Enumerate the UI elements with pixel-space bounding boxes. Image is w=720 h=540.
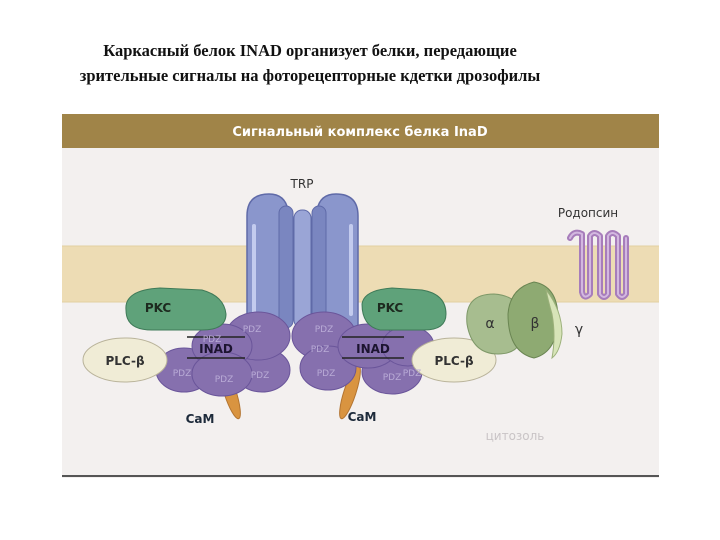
alpha-label: α xyxy=(485,316,494,332)
pkc-left-label: PKC xyxy=(145,301,172,315)
trp-label: TRP xyxy=(290,177,314,191)
diagram-header: Сигнальный комплекс белка InaD xyxy=(232,125,487,140)
inad-left-label: INAD xyxy=(199,342,233,356)
pdz-right-label-5: PDZ xyxy=(403,369,422,379)
header-bar xyxy=(62,114,659,148)
beta-label: β xyxy=(531,316,540,332)
cam-left-label: CaM xyxy=(186,412,215,426)
pkc-right xyxy=(361,287,447,331)
pdz-left-label-5: PDZ xyxy=(215,375,234,385)
diagram-canvas: Сигнальный комплекс белка InaD TRP PKC P… xyxy=(62,114,659,478)
g-gamma xyxy=(545,289,563,360)
plc-right xyxy=(411,337,497,383)
cam-right-label: CaM xyxy=(348,410,377,424)
g-protein xyxy=(466,281,563,360)
rhodopsin xyxy=(567,229,629,300)
slide-title-line-1: Каркасный белок INAD организует белки, п… xyxy=(103,41,517,60)
plc-left-label: PLC-β xyxy=(105,354,145,368)
inad-right-label: INAD xyxy=(356,342,390,356)
slide-title-line-2: зрительные сигналы на фоторецепторные кд… xyxy=(79,66,541,85)
pdz-right-label-4: PDZ xyxy=(311,345,330,355)
pdz-left-label-2: PDZ xyxy=(173,369,192,379)
pdz-right-label-3: PDZ xyxy=(383,373,402,383)
left-complex xyxy=(82,287,291,420)
pdz-left-label-1: PDZ xyxy=(243,325,262,335)
right-complex xyxy=(291,287,497,420)
rhodopsin-label: Родопсин xyxy=(558,206,618,220)
plc-left xyxy=(82,337,168,383)
pkc-left xyxy=(125,287,227,331)
gamma-label: γ xyxy=(575,322,583,338)
inad-signaling-diagram: Сигнальный комплекс белка InaD TRP PKC P… xyxy=(62,114,659,478)
pdz-left-label-3: PDZ xyxy=(251,371,270,381)
pdz-right-label-1: PDZ xyxy=(315,325,334,335)
cytosol-label: цитозоль xyxy=(486,429,545,443)
pkc-right-label: PKC xyxy=(377,301,404,315)
slide-title: Каркасный белок INAD организует белки, п… xyxy=(20,38,600,88)
trp-channel xyxy=(246,193,359,329)
pdz-left-label-4: PDZ xyxy=(203,335,222,345)
pdz-left-5 xyxy=(191,351,253,397)
plc-right-label: PLC-β xyxy=(434,354,474,368)
pdz-right-label-2: PDZ xyxy=(317,369,336,379)
